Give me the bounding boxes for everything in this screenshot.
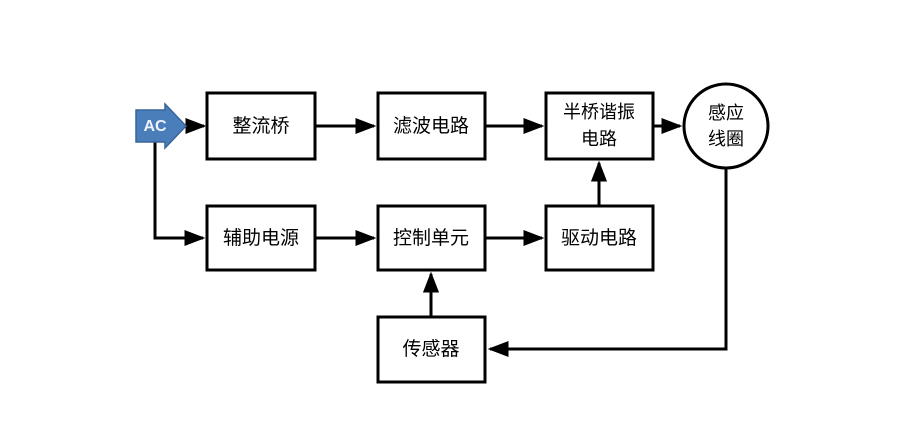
node-auxpower[interactable]: 辅助电源 xyxy=(205,204,317,272)
node-rectifier[interactable]: 整流桥 xyxy=(205,91,317,161)
node-filter-label: 滤波电路 xyxy=(393,115,469,137)
node-sensor-box xyxy=(376,315,487,384)
node-controlunit-label: 控制单元 xyxy=(393,227,469,249)
node-controlunit-box xyxy=(376,204,487,272)
node-filter[interactable]: 滤波电路 xyxy=(376,91,487,161)
node-coil-circle xyxy=(682,82,770,170)
node-drivecircuit[interactable]: 驱动电路 xyxy=(544,204,655,272)
ac-input-arrow[interactable]: AC xyxy=(135,102,188,150)
node-coil[interactable]: 感应 线圈 xyxy=(682,82,770,170)
node-drivecircuit-label: 驱动电路 xyxy=(561,227,637,249)
node-halfbridge-box xyxy=(544,91,655,161)
node-sensor-label: 传感器 xyxy=(402,338,459,360)
node-halfbridge-label-line1: 半桥谐振 xyxy=(563,102,635,122)
connections-layer xyxy=(153,117,728,358)
node-controlunit[interactable]: 控制单元 xyxy=(376,204,487,272)
node-sensor[interactable]: 传感器 xyxy=(376,315,487,384)
node-halfbridge-label-line2: 电路 xyxy=(581,129,617,149)
ac-arrow-label: AC xyxy=(143,118,167,135)
connector-coil-to-sensor xyxy=(487,168,728,358)
node-drivecircuit-box xyxy=(544,204,655,272)
node-auxpower-label: 辅助电源 xyxy=(223,227,299,249)
node-filter-box xyxy=(376,91,487,161)
node-rectifier-label: 整流桥 xyxy=(232,115,289,137)
node-rectifier-box xyxy=(205,91,317,161)
node-coil-label-line1: 感应 xyxy=(708,103,744,123)
node-coil-label-line2: 线圈 xyxy=(708,129,744,149)
node-auxpower-box xyxy=(205,204,317,272)
node-halfbridge[interactable]: 半桥谐振 电路 xyxy=(544,91,655,161)
ac-arrow-shape xyxy=(135,102,188,150)
connector-ac-to-auxpower xyxy=(153,126,206,247)
